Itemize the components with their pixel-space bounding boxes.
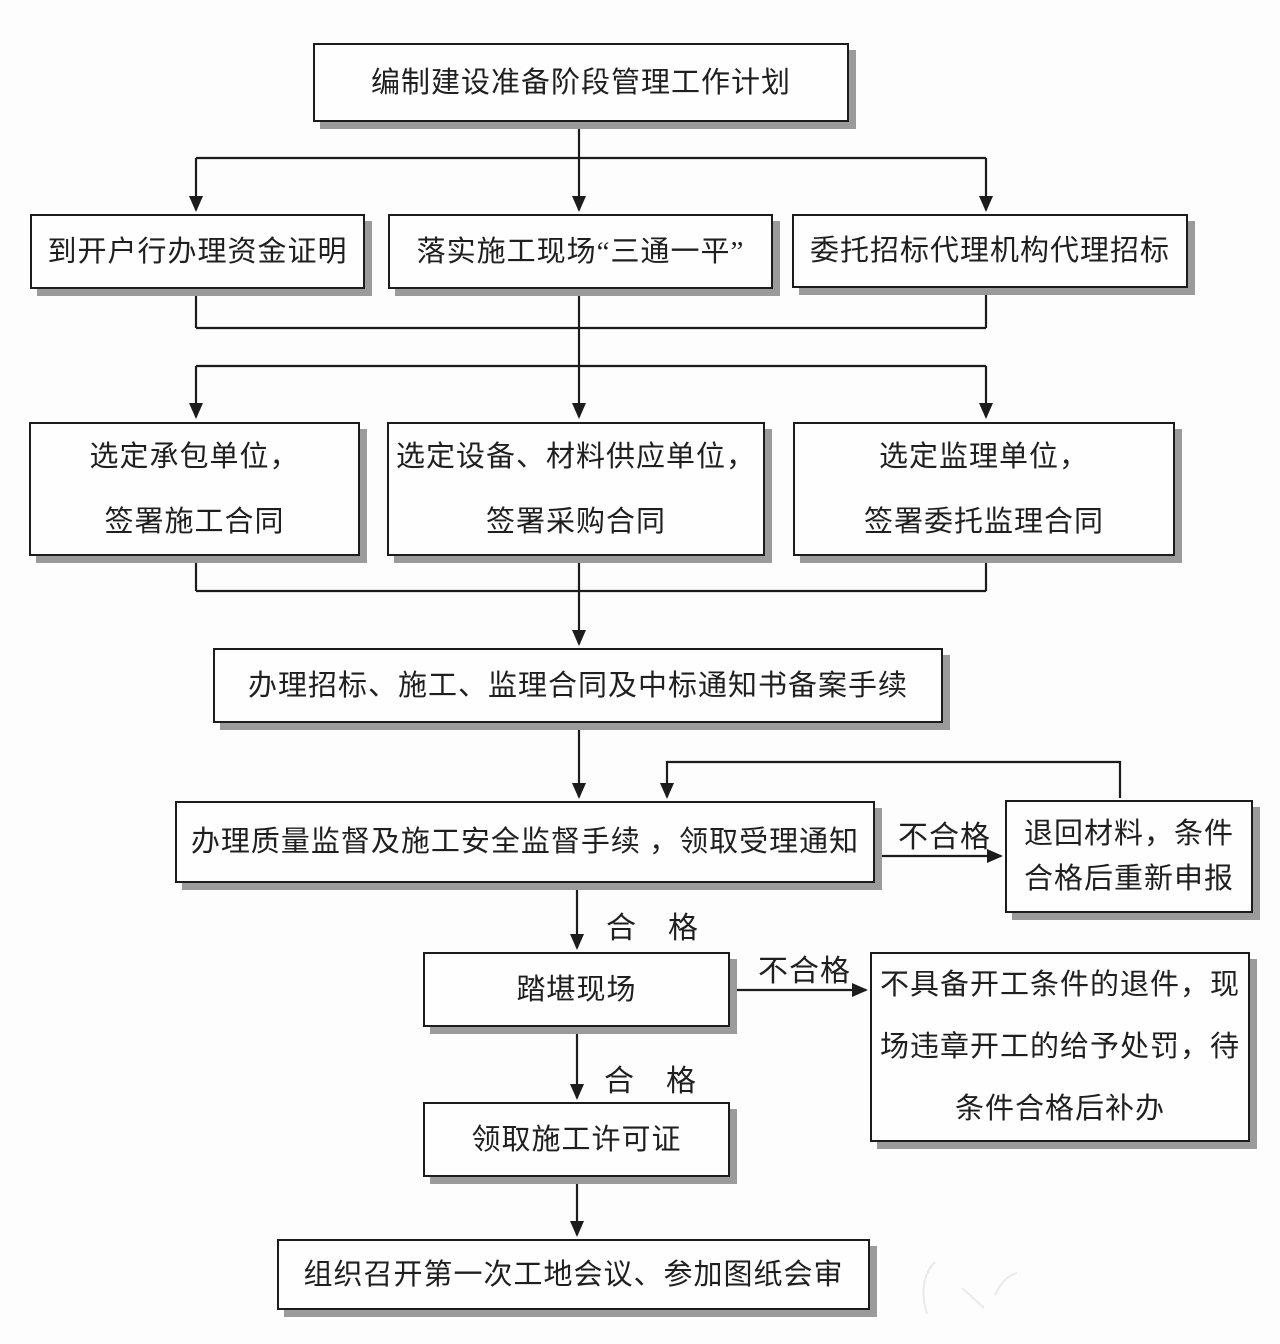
- node-filing-text: 办理招标、施工、监理合同及中标通知书备案手续: [247, 669, 908, 702]
- node-reject: 不具备开工条件的退件，现 场违章开工的给予处罚，待 条件合格后补办: [870, 952, 1250, 1142]
- node-agency-text: 委托招标代理机构代理招标: [809, 235, 1170, 267]
- edge-label-inspection-pass: 合 格: [604, 1065, 697, 1098]
- node-permit-text: 领取施工许可证: [471, 1123, 682, 1156]
- node-supervisor-line2: 签署委托监理合同: [863, 505, 1104, 538]
- node-site-text: 落实施工现场“三通一平”: [416, 235, 745, 268]
- node-filing: 办理招标、施工、监理合同及中标通知书备案手续: [213, 648, 943, 723]
- node-agency: 委托招标代理机构代理招标: [792, 214, 1188, 288]
- node-site-inspection-text: 踏堪现场: [516, 973, 637, 1006]
- node-site: 落实施工现场“三通一平”: [388, 214, 773, 289]
- node-fund-text: 到开户行办理资金证明: [47, 235, 348, 268]
- node-fund: 到开户行办理资金证明: [30, 214, 365, 289]
- node-supplier-line2: 签署采购合同: [485, 505, 666, 538]
- watermark-trace: [922, 1261, 1018, 1315]
- node-supervisor-line1: 选定监理单位，: [878, 440, 1089, 473]
- edge-label-inspection-fail: 不合格: [758, 955, 851, 988]
- node-return-line1: 退回材料，条件: [1023, 818, 1234, 850]
- node-plan-text: 编制建设准备阶段管理工作计划: [370, 66, 791, 99]
- node-permit: 领取施工许可证: [423, 1102, 730, 1177]
- node-contractor-line2: 签署施工合同: [104, 505, 285, 538]
- node-site-inspection: 踏堪现场: [423, 952, 730, 1027]
- node-return-line2: 合格后重新申报: [1023, 863, 1234, 895]
- node-first-meeting-text: 组织召开第一次工地会议、参加图纸会审: [303, 1258, 844, 1291]
- edge-label-quality-pass: 合 格: [606, 912, 699, 945]
- node-contractor: 选定承包单位， 签署施工合同: [29, 422, 360, 556]
- node-supplier-line1: 选定设备、材料供应单位，: [395, 440, 756, 473]
- edge-label-quality-fail: 不合格: [898, 821, 991, 854]
- node-quality: 办理质量监督及施工安全监督手续 ，领取受理通知: [175, 801, 875, 883]
- node-quality-text: 办理质量监督及施工安全监督手续 ，领取受理通知: [190, 826, 860, 858]
- node-first-meeting: 组织召开第一次工地会议、参加图纸会审: [277, 1239, 870, 1310]
- node-reject-line1: 不具备开工条件的退件，现: [879, 969, 1240, 1001]
- node-reject-line3: 条件合格后补办: [954, 1093, 1165, 1125]
- node-return-materials: 退回材料，条件 合格后重新申报: [1005, 800, 1253, 913]
- node-plan: 编制建设准备阶段管理工作计划: [313, 43, 849, 122]
- arrow-return-loop: [660, 760, 1122, 799]
- node-supervisor: 选定监理单位， 签署委托监理合同: [793, 422, 1175, 556]
- node-supplier: 选定设备、材料供应单位， 签署采购合同: [387, 422, 765, 556]
- node-reject-line2: 场违章开工的给予处罚，待: [879, 1031, 1240, 1063]
- node-contractor-line1: 选定承包单位，: [89, 440, 300, 473]
